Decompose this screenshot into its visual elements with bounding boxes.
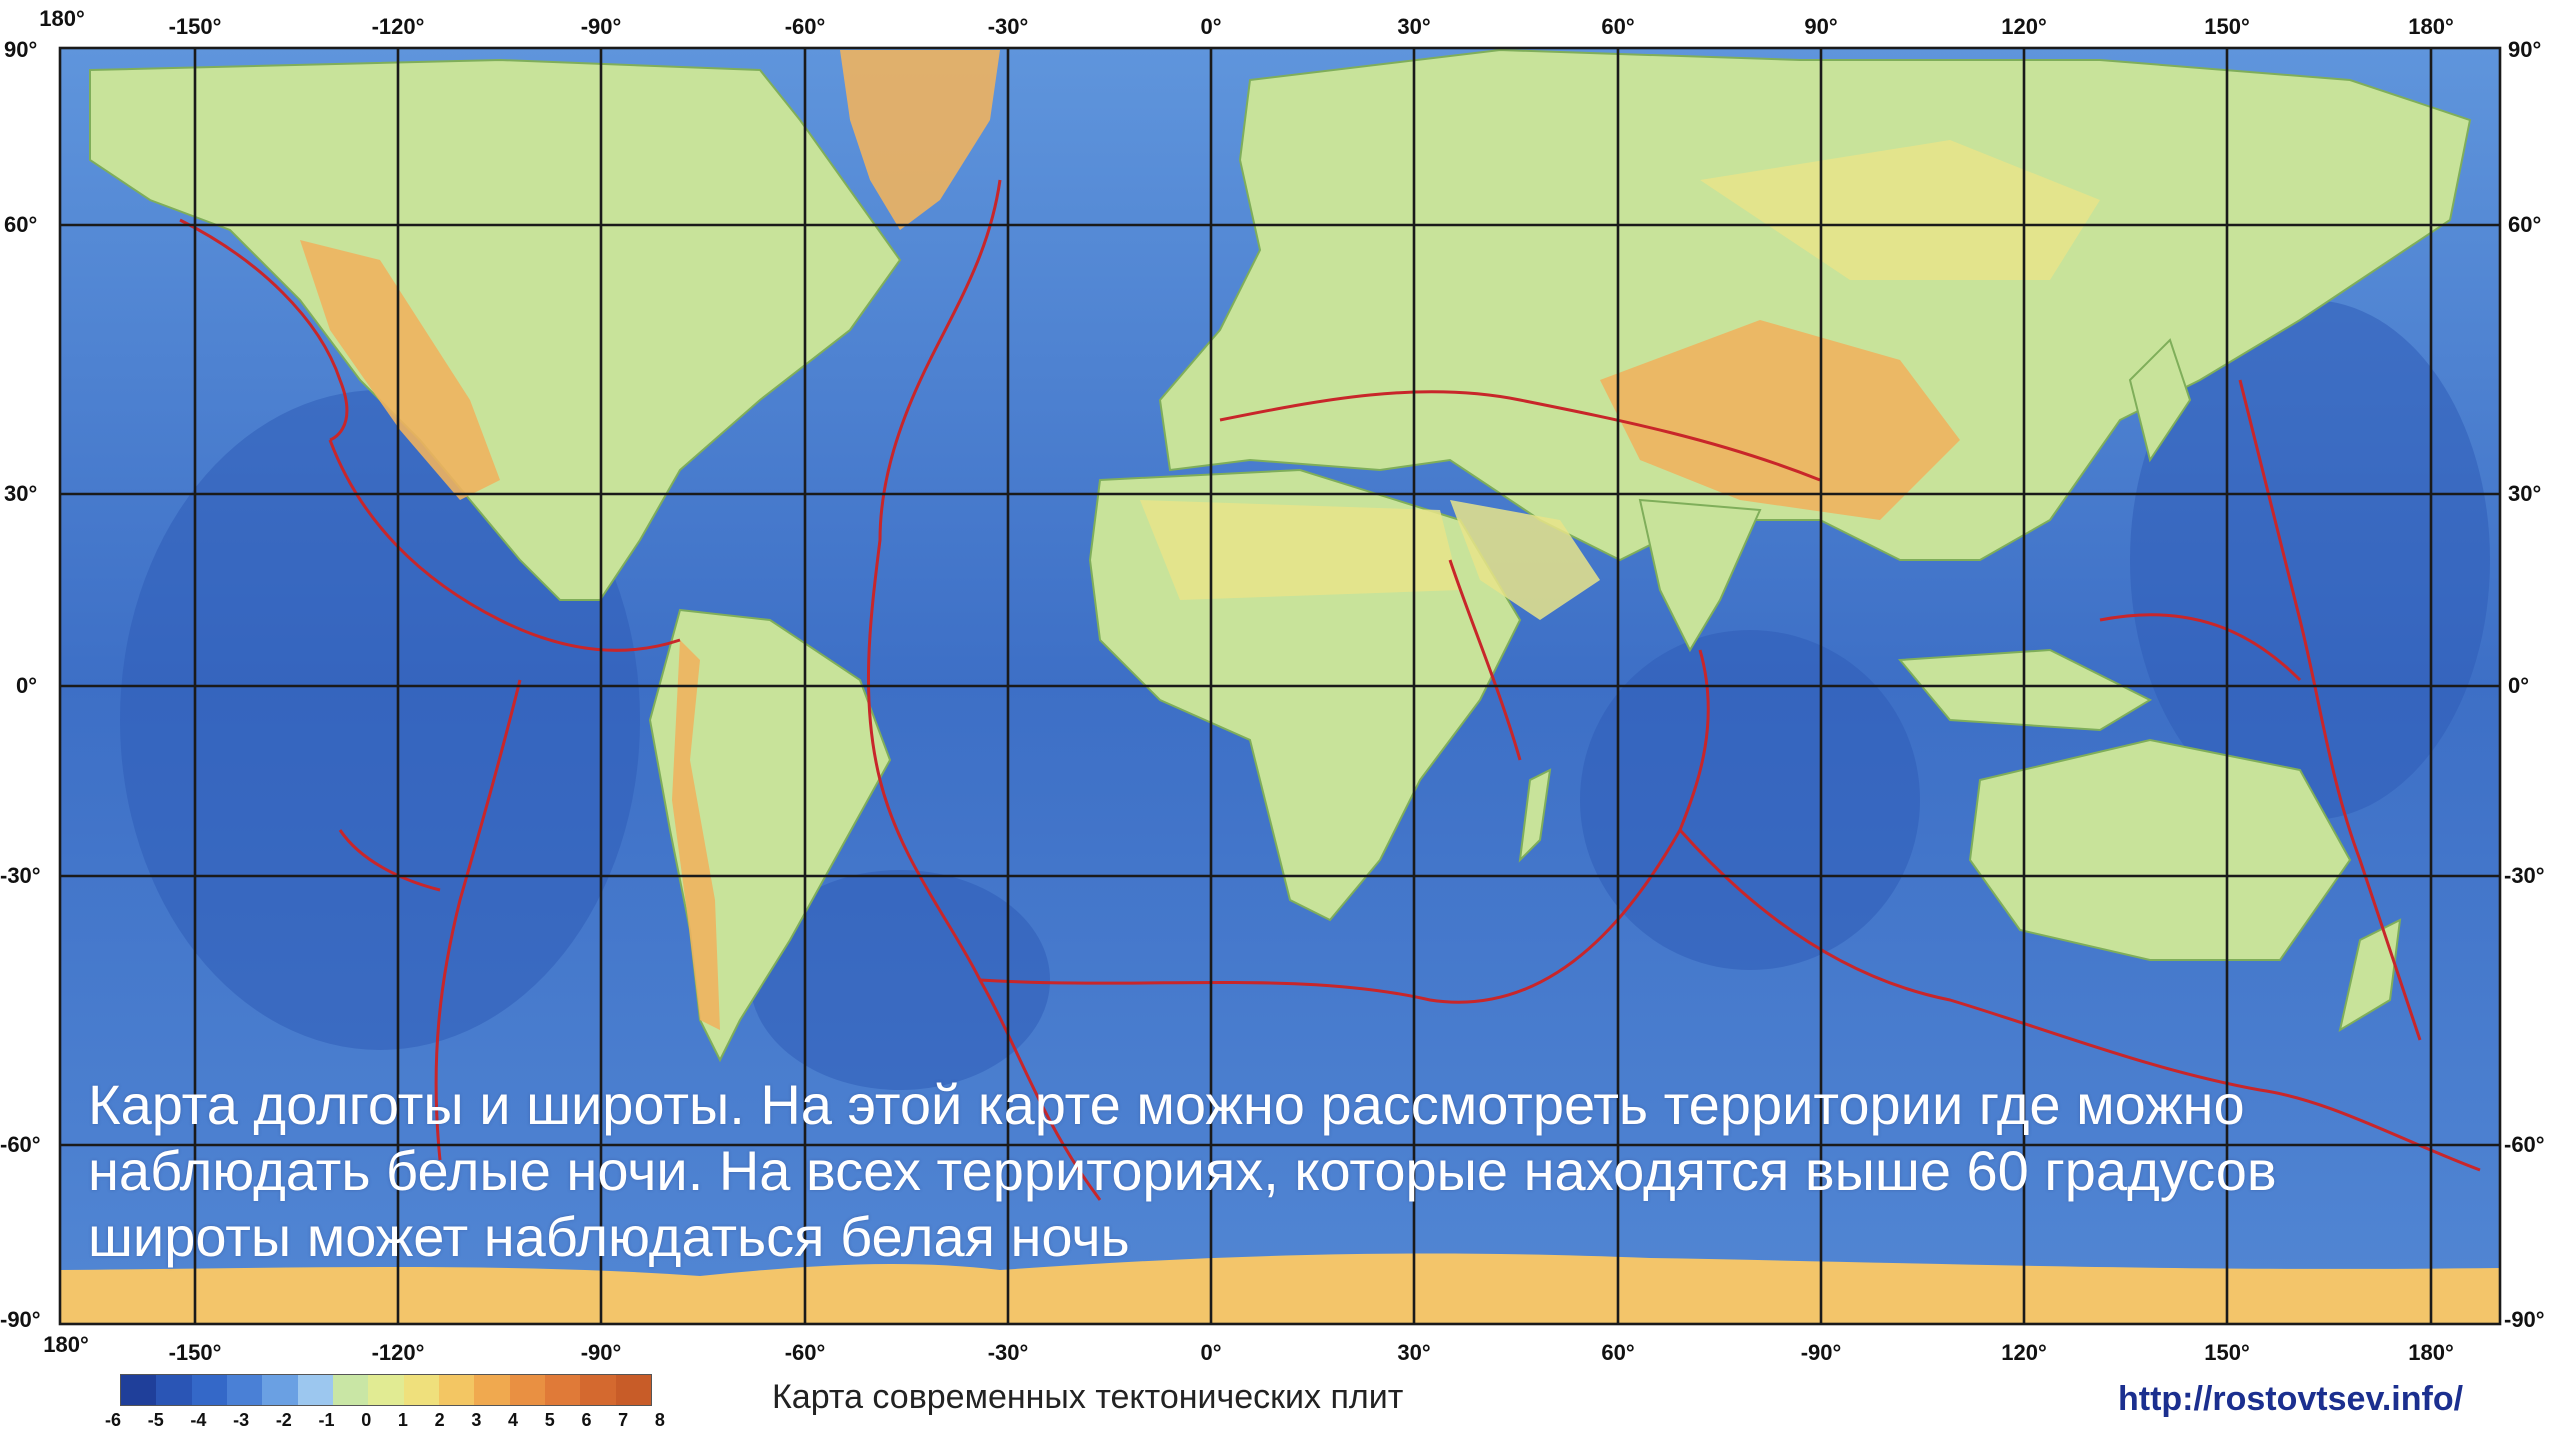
legend-swatch (191, 1375, 227, 1405)
legend-swatch (403, 1375, 439, 1405)
indian-deep-basin (1580, 630, 1920, 970)
lat-label-right: -60° (2504, 1132, 2545, 1157)
lon-label-bottom: 30° (1397, 1340, 1431, 1365)
legend-swatch (474, 1375, 510, 1405)
lat-label-right: 0° (2508, 673, 2530, 698)
lat-label-left: -30° (0, 863, 41, 888)
overlay-text: Карта долготы и широты. На этой карте мо… (88, 1073, 2277, 1268)
rocky-mountains (300, 240, 500, 500)
lon-label-bottom: -30° (987, 1340, 1029, 1365)
legend-swatch (368, 1375, 404, 1405)
lon-label-bottom: -120° (371, 1340, 425, 1365)
legend-tick-label: 1 (397, 1410, 408, 1430)
legend-swatch (297, 1375, 333, 1405)
elevation-legend-ticks: -6 -5 -4 -3 -2 -1 0 1 2 3 4 5 6 7 8 (105, 1410, 665, 1431)
legend-tick-label: -5 (147, 1410, 164, 1430)
graticule (58, 46, 2502, 1326)
legend-tick-label: 5 (544, 1410, 555, 1430)
legend-tick-label: 8 (654, 1410, 665, 1430)
lon-label-bottom: 60° (1601, 1340, 1635, 1365)
lon-label-bottom: 180° (43, 1332, 89, 1357)
legend-swatch (226, 1375, 263, 1405)
lon-label-bottom: -150° (168, 1340, 222, 1365)
legend-tick-label: 2 (434, 1410, 445, 1430)
legend-swatch (615, 1375, 651, 1405)
antarctica (60, 1253, 2500, 1324)
india (1638, 498, 1762, 653)
lon-label-bottom: -90° (1800, 1340, 1842, 1365)
lon-label-top: 60° (1601, 14, 1635, 39)
legend-tick-label: -2 (275, 1410, 292, 1430)
legend-tick-label: 0 (361, 1410, 372, 1430)
lat-label-right: -90° (2504, 1307, 2545, 1332)
lon-label-bottom: -90° (580, 1340, 622, 1365)
australia (1968, 738, 2352, 961)
legend-tick-label: -6 (105, 1410, 122, 1430)
eurasia (1158, 48, 2472, 562)
lon-label-top: 0° (1200, 14, 1222, 39)
atlantic-deep-basin (750, 870, 1050, 1090)
legend-swatch (509, 1375, 545, 1405)
lon-label-top: 180° (39, 6, 85, 31)
legend-tick-label: 6 (581, 1410, 592, 1430)
lon-label-top: -150° (168, 14, 222, 39)
lat-label-left: 60° (4, 212, 38, 237)
legend-tick-label: 3 (471, 1410, 482, 1430)
siberia-plateau (1700, 140, 2100, 280)
lon-label-top: -30° (987, 14, 1029, 39)
lon-label-bottom: -60° (784, 1340, 826, 1365)
madagascar (1518, 768, 1552, 863)
lon-label-top: 120° (2001, 14, 2047, 39)
legend-swatch (262, 1375, 298, 1405)
lon-label-top: -90° (580, 14, 622, 39)
lon-label-top: 90° (1804, 14, 1838, 39)
lon-label-top: -120° (371, 14, 425, 39)
lat-label-left: 0° (16, 673, 38, 698)
greenland (840, 50, 1000, 230)
lat-label-right: 60° (2508, 212, 2542, 237)
legend-swatch (156, 1375, 192, 1405)
legend-tick-label: -3 (233, 1410, 250, 1430)
source-link[interactable]: http://rostovtsev.info/ (2118, 1380, 2464, 1418)
lon-label-bottom: 120° (2001, 1340, 2047, 1365)
lat-label-right: -30° (2504, 863, 2545, 888)
lat-label-left: 90° (4, 37, 38, 62)
legend-tick-label: 4 (508, 1410, 519, 1430)
legend-swatch (438, 1375, 475, 1405)
lon-label-bottom: 180° (2408, 1340, 2454, 1365)
plate-boundaries (179, 179, 2481, 1201)
lon-label-top: 30° (1397, 14, 1431, 39)
legend-tick-label: -1 (318, 1410, 335, 1430)
lon-label-bottom: 0° (1200, 1340, 1222, 1365)
legend-tick-label: 7 (618, 1410, 629, 1430)
legend-swatch (544, 1375, 581, 1405)
west-pacific-deep-basin (2130, 300, 2490, 820)
arabian-peninsula (1450, 500, 1600, 620)
tibet-himalaya (1600, 320, 1960, 520)
lon-label-bottom: 150° (2204, 1340, 2250, 1365)
andes (672, 640, 720, 1030)
lon-label-top: -60° (784, 14, 826, 39)
new-zealand (2338, 918, 2402, 1033)
lat-label-right: 90° (2508, 37, 2542, 62)
japan (2128, 338, 2192, 463)
sahara (1140, 500, 1460, 600)
lon-label-top: 150° (2204, 14, 2250, 39)
lat-label-left: -60° (0, 1132, 41, 1157)
legend-swatch (332, 1375, 369, 1405)
legend-swatch (580, 1375, 616, 1405)
lat-label-right: 30° (2508, 481, 2542, 506)
map-caption: Карта современных тектонических плит (772, 1378, 1404, 1416)
legend-tick-label: -4 (190, 1410, 207, 1430)
pacific-deep-basin (120, 390, 640, 1050)
elevation-legend-bar (120, 1374, 652, 1406)
lat-label-left: 30° (4, 481, 38, 506)
lon-label-top: 180° (2408, 14, 2454, 39)
lat-label-left: -90° (0, 1307, 41, 1332)
legend-swatch (121, 1375, 157, 1405)
